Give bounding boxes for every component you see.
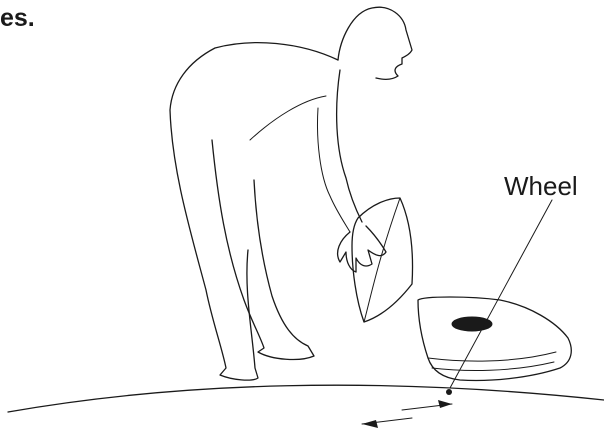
robot-body-outline (417, 296, 572, 382)
wheel-shape (451, 316, 493, 332)
robot-body-bumper-line (431, 361, 555, 371)
person-shirt-fold (249, 95, 327, 141)
arrow-right-head-icon (438, 400, 452, 408)
robot-lid-outline (351, 197, 414, 323)
wheel-leader-line (449, 199, 553, 389)
wheel-contact-point (446, 389, 452, 395)
floor-line (7, 384, 604, 413)
robot-body-rim (427, 351, 557, 362)
robot-lid (351, 197, 414, 323)
person-arm-outline (335, 69, 363, 223)
robot-lid-edge (363, 197, 401, 323)
person-hand-outline (336, 225, 387, 273)
heading-fragment: es. (0, 4, 35, 32)
person-back-and-leg-outline (169, 42, 339, 381)
wheel-label: Wheel (504, 171, 578, 201)
person-figure (169, 6, 413, 381)
movement-arrows (361, 400, 453, 428)
arrow-left-head-icon (362, 420, 378, 428)
robot-body (417, 296, 572, 395)
person-arm-inner-line (317, 107, 351, 233)
person-front-leg-outline (211, 139, 315, 361)
person-head-outline (337, 6, 413, 80)
